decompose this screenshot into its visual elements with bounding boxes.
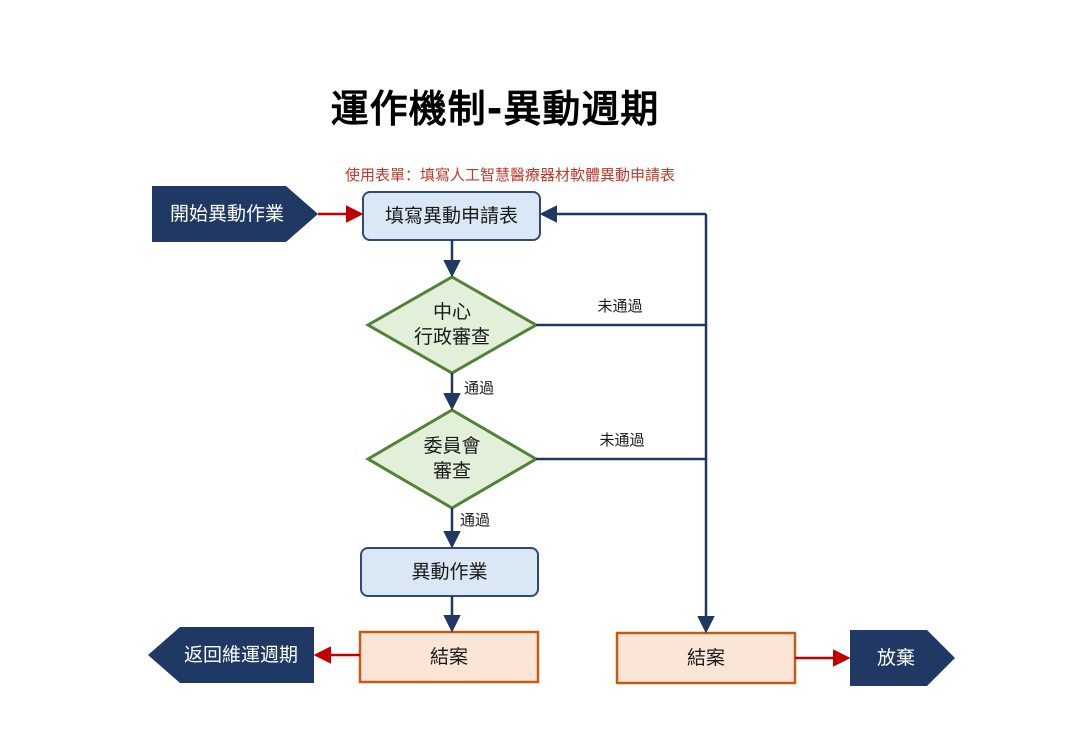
abandon-shape: [850, 630, 955, 686]
start-shape: [152, 186, 318, 242]
change-operation-label: 異動作業: [411, 560, 488, 583]
committee-review-label: 委員會 審查: [423, 435, 481, 482]
fill-form-label: 填寫異動申請表: [384, 204, 518, 227]
return-cycle-label: 返回維運週期: [183, 643, 298, 666]
form-note: 使用表單：填寫人工智慧醫療器材軟體異動申請表: [344, 166, 675, 184]
start-label: 開始異動作業: [169, 202, 284, 225]
page-title: 運作機制-異動週期: [330, 87, 660, 131]
center-pass-label: 通過: [463, 379, 494, 398]
return-cycle-shape: [148, 627, 314, 683]
close-left-label: 結案: [429, 645, 468, 668]
center-fail-label: 未通過: [597, 297, 643, 316]
abandon-label: 放棄: [876, 646, 915, 669]
close-right-box: [615, 631, 797, 685]
committee-pass-label: 通過: [459, 511, 490, 530]
close-right-label: 結案: [686, 646, 725, 669]
committee-fail-label: 未通過: [599, 431, 645, 450]
center-review-label: 中心 行政審查: [413, 301, 490, 348]
